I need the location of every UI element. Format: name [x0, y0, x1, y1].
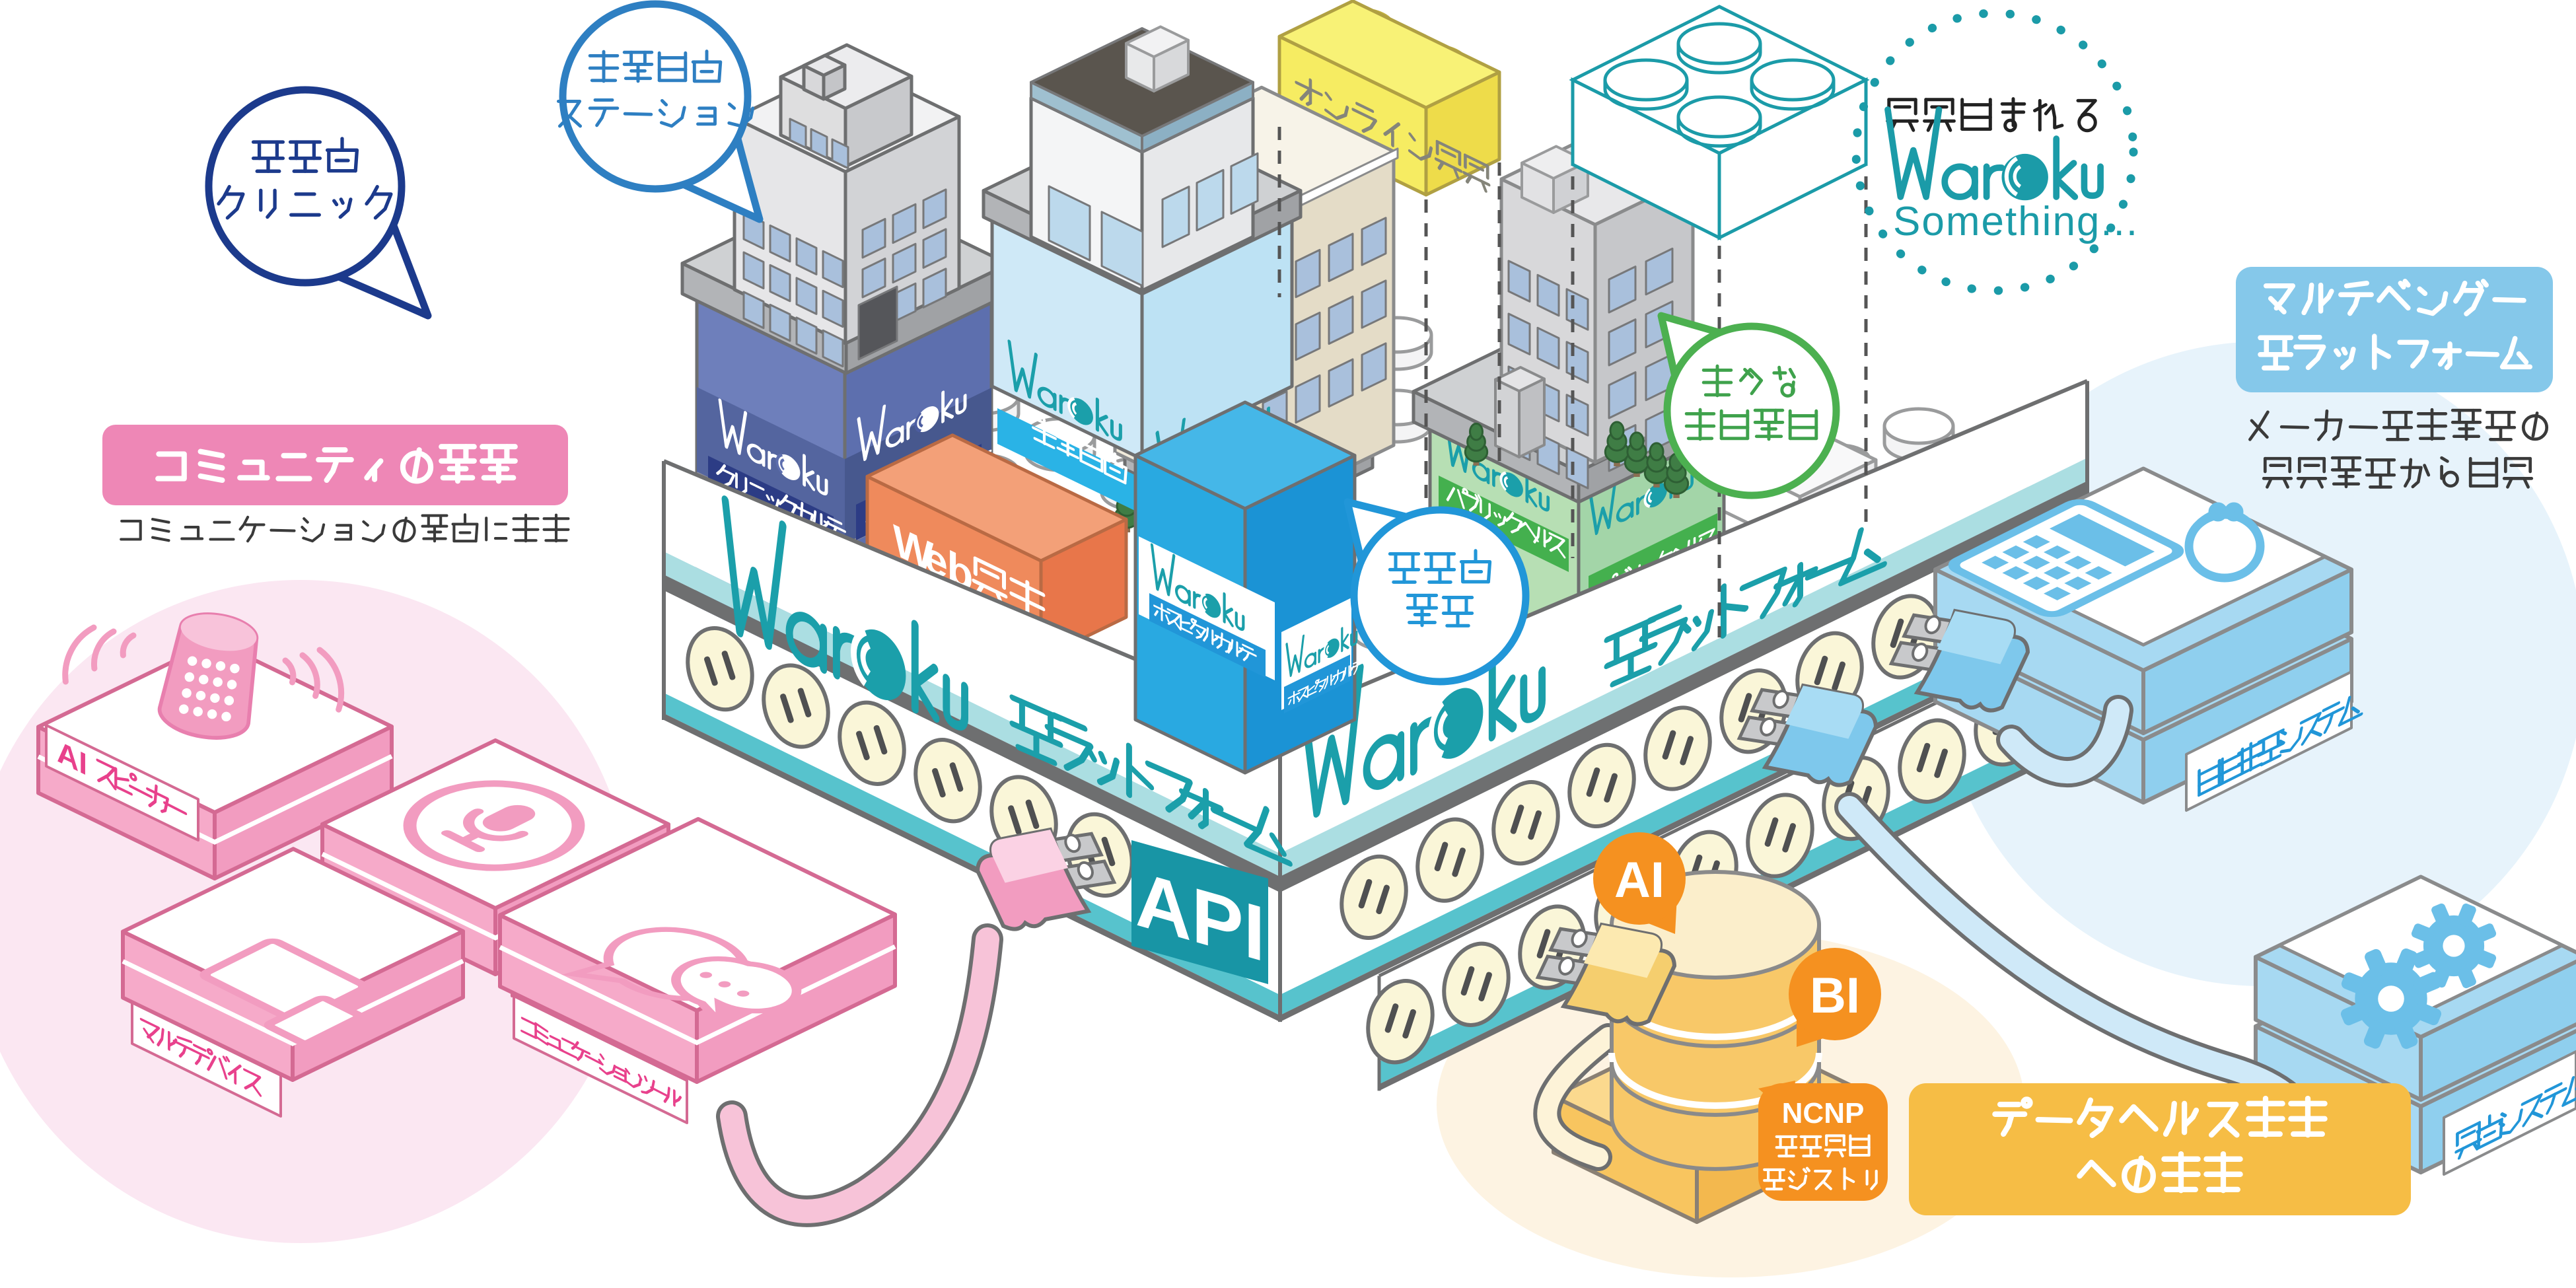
svg-text:AI: AI: [1614, 852, 1664, 908]
svg-text:NCNP: NCNP: [1782, 1097, 1865, 1129]
svg-text:BI: BI: [1810, 968, 1860, 1024]
svg-text:Something...: Something...: [1893, 199, 2139, 244]
